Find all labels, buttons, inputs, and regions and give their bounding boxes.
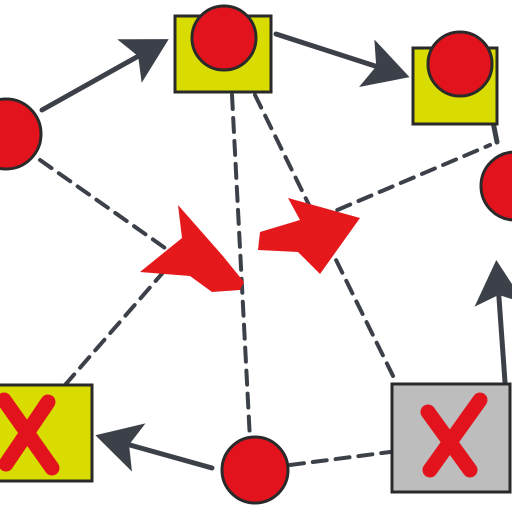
center-left-arrow-icon — [140, 205, 244, 292]
arrow-top-box-to-right-box — [273, 31, 410, 88]
node-left-circle[interactable] — [0, 97, 43, 171]
node-top-box[interactable] — [173, 4, 273, 94]
right-box-circle — [426, 30, 494, 98]
node-bottom-circle[interactable] — [220, 435, 290, 505]
dashed-edge-bottom-circle-to-bottom-right-box — [288, 450, 392, 467]
arrow-left-circle-to-top-box — [39, 39, 169, 113]
node-right-box[interactable] — [411, 30, 499, 126]
arrow-bottom-circle-to-bottom-left-box — [95, 423, 215, 472]
dashed-edges — [38, 93, 492, 467]
dashed-edge-top-box-to-bottom-circle — [230, 93, 252, 442]
dashed-edge-left-circle-to-center — [38, 158, 177, 257]
node-bottom-right-box[interactable] — [390, 382, 512, 494]
top-box-circle — [190, 4, 258, 72]
center-right-arrow-icon — [258, 198, 360, 274]
solid-edges — [39, 31, 512, 472]
arrow-bottom-right-box-to-right-box — [474, 260, 512, 385]
dashed-edge-top-box-to-bottom-right-box — [253, 93, 397, 382]
reject-x-icon — [0, 392, 60, 476]
node-bottom-left-box[interactable] — [0, 383, 94, 483]
node-right-circle[interactable] — [479, 150, 512, 222]
reject-x-icon — [420, 392, 488, 478]
